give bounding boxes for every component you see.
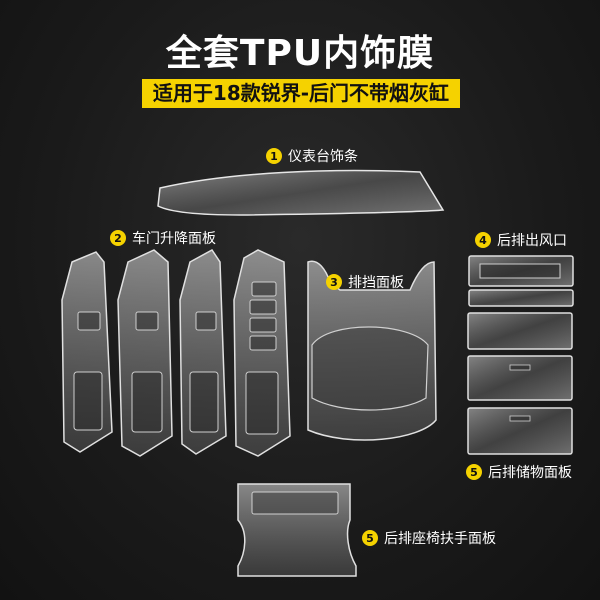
label-number-badge: 5 bbox=[466, 464, 482, 480]
rear-vent-film-bottom bbox=[468, 289, 574, 307]
label-number-badge: 4 bbox=[475, 232, 491, 248]
label-dashboard-trim: 1 仪表台饰条 bbox=[266, 146, 358, 166]
label-text: 车门升降面板 bbox=[132, 231, 216, 247]
subtitle-banner: 适用于18款锐界-后门不带烟灰缸 bbox=[142, 79, 460, 108]
gear-panel-cutout bbox=[311, 326, 429, 411]
label-number-badge: 3 bbox=[326, 274, 342, 290]
label-number-badge: 2 bbox=[110, 230, 126, 246]
label-door-panel: 2 车门升降面板 bbox=[110, 228, 216, 248]
label-text: 仪表台饰条 bbox=[288, 149, 358, 165]
label-text: 排挡面板 bbox=[348, 275, 404, 291]
label-number-badge: 1 bbox=[266, 148, 282, 164]
door-panel-switch-cutouts bbox=[73, 281, 279, 435]
label-rear-vent: 4 后排出风口 bbox=[475, 230, 567, 250]
rear-vent-cutout bbox=[479, 263, 561, 279]
label-armrest-panel: 5 后排座椅扶手面板 bbox=[362, 528, 496, 548]
dashboard-trim-film bbox=[157, 169, 445, 216]
label-text: 后排出风口 bbox=[497, 233, 567, 249]
page-title: 全套TPU内饰膜 bbox=[165, 33, 435, 74]
armrest-panel-cutout bbox=[251, 491, 339, 515]
label-rear-storage: 5 后排储物面板 bbox=[466, 462, 572, 482]
label-text: 后排座椅扶手面板 bbox=[384, 531, 496, 547]
rear-storage-films bbox=[467, 312, 573, 455]
label-gear-panel: 3 排挡面板 bbox=[326, 272, 404, 292]
label-number-badge: 5 bbox=[362, 530, 378, 546]
label-text: 后排储物面板 bbox=[488, 465, 572, 481]
